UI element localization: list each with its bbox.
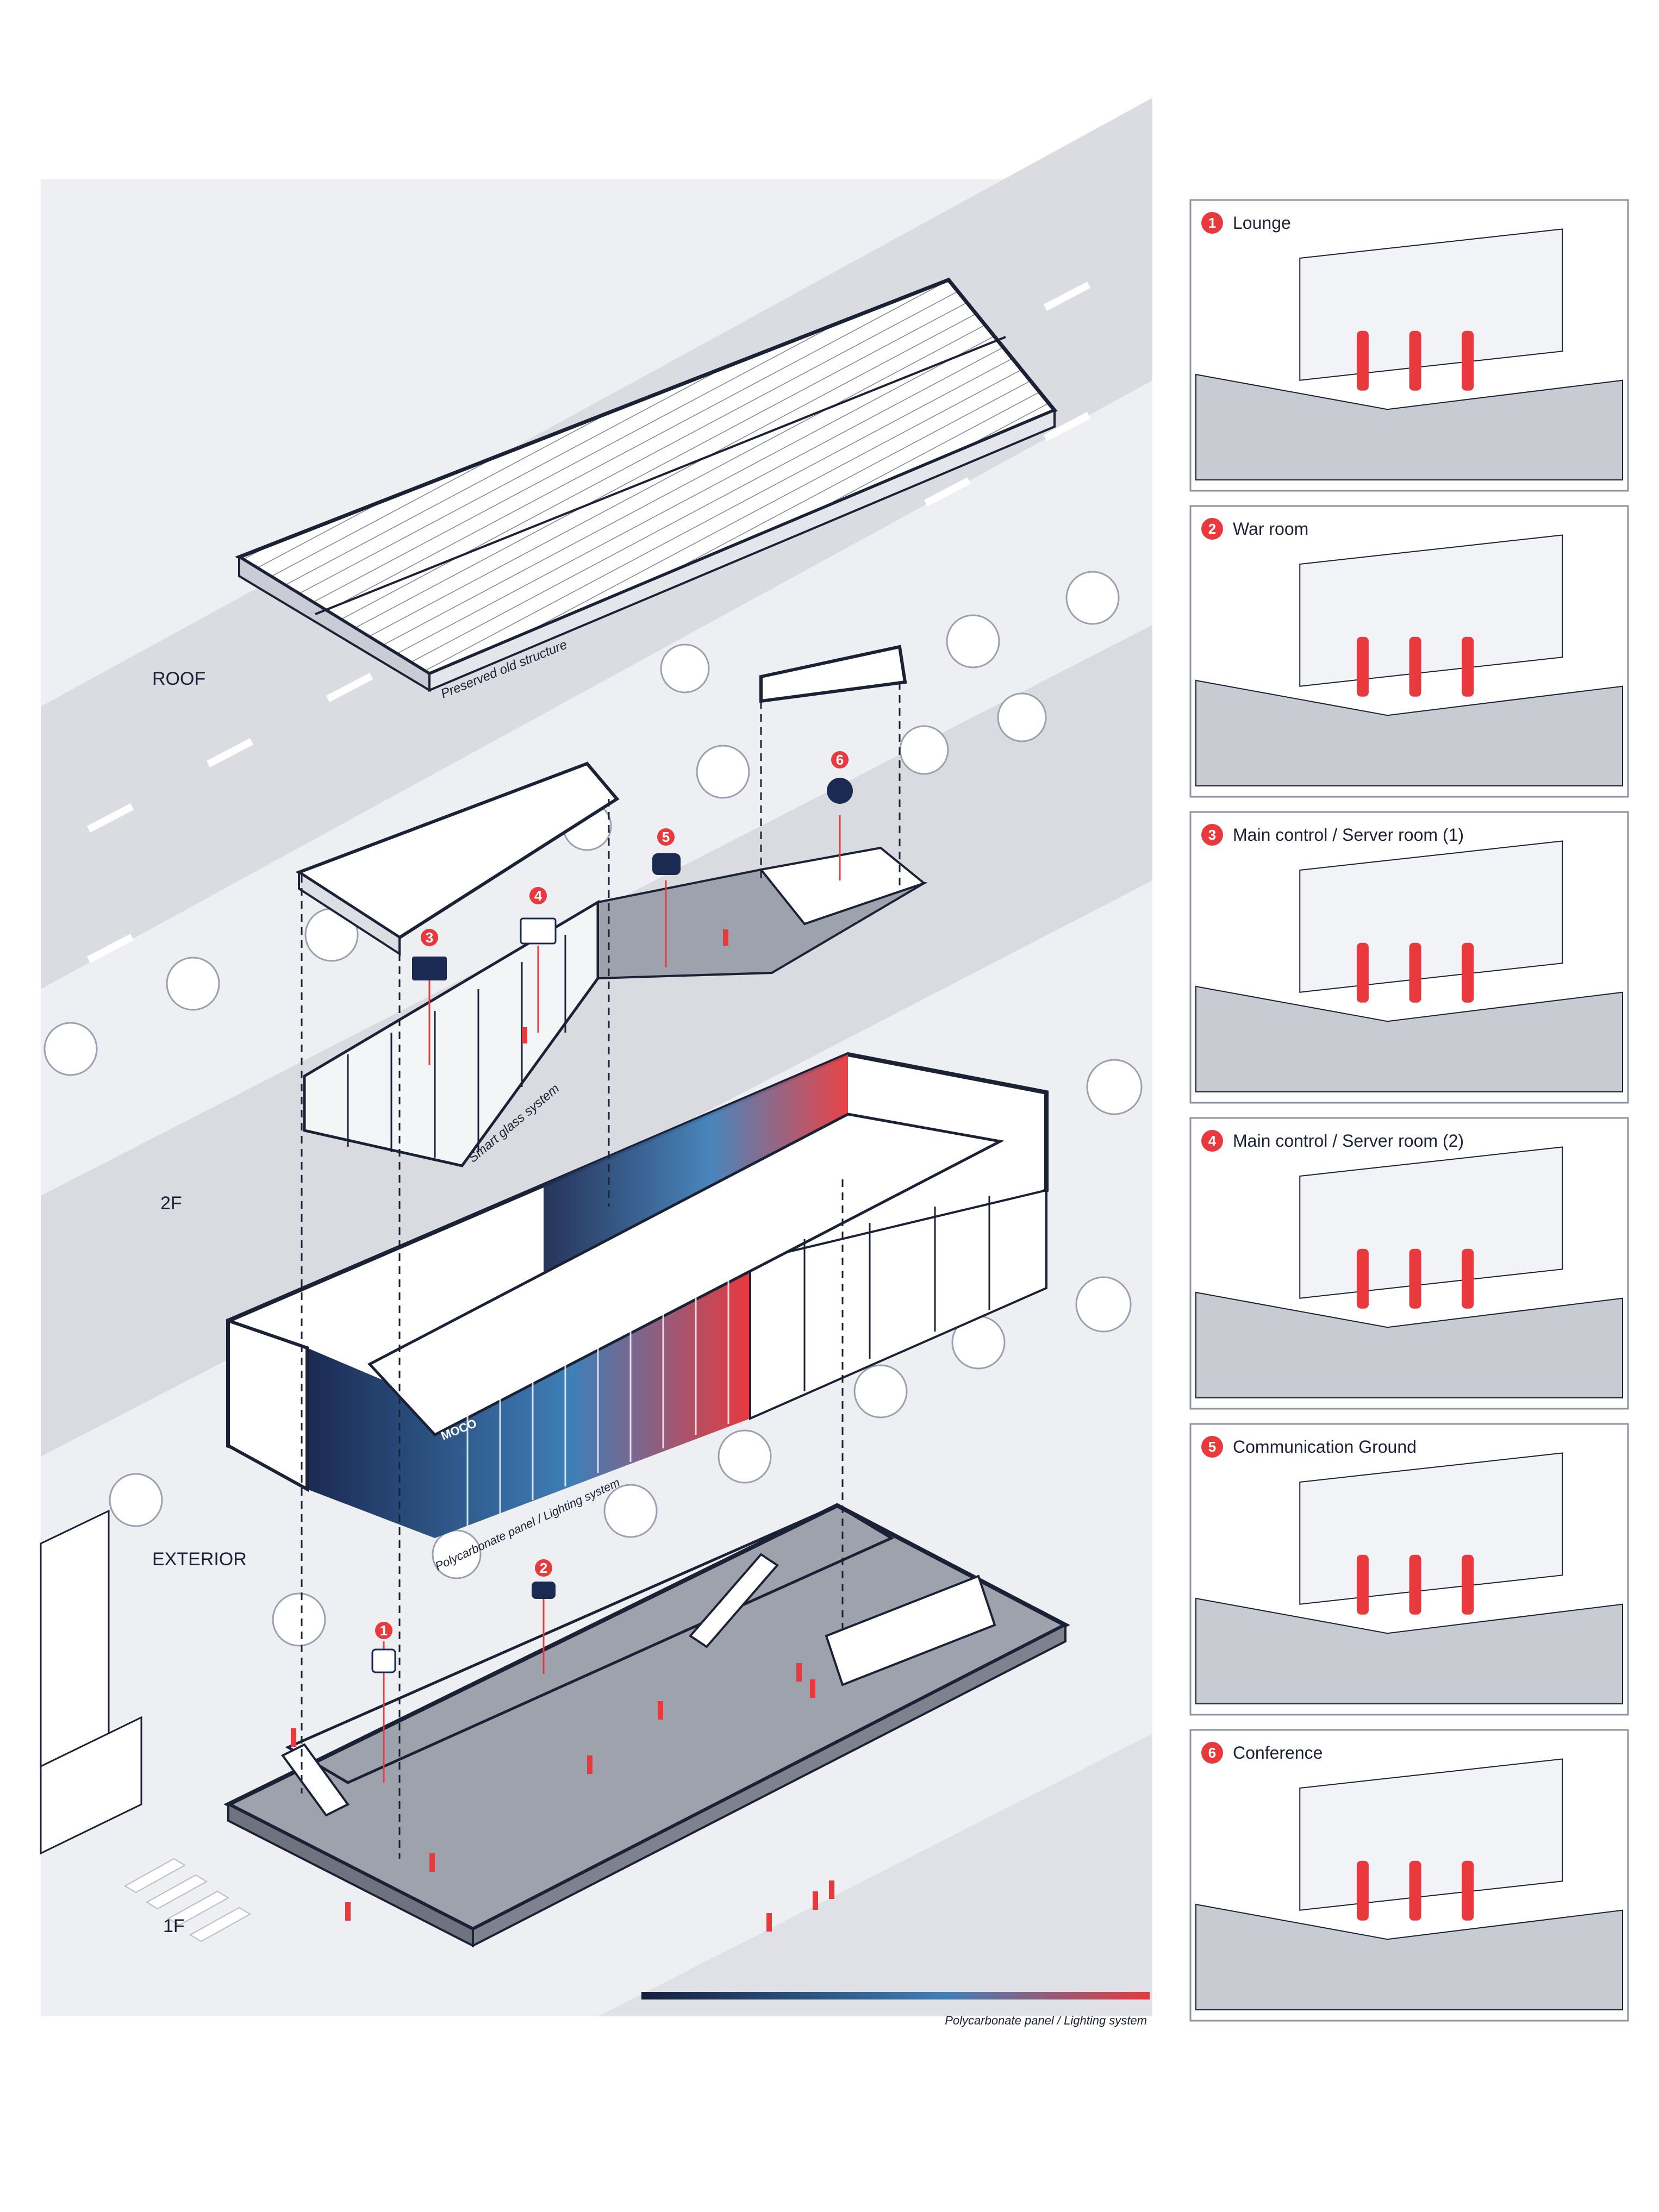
panel-title: Main control / Server room (1) (1233, 825, 1464, 845)
panel-1: 1 Lounge (1189, 199, 1629, 492)
person-figure (1462, 1554, 1474, 1615)
second-floor-box (226, 1052, 1049, 1538)
marker-6-number: 6 (836, 752, 844, 768)
person-figure (1356, 1860, 1369, 1921)
person-figure (1462, 1860, 1474, 1921)
panel-badge (1201, 824, 1223, 846)
level-label-1f: 1F (163, 1916, 185, 1936)
level-label-exterior: EXTERIOR (152, 1549, 247, 1570)
marker-5-number: 5 (662, 829, 670, 845)
panel-badge (1201, 518, 1223, 540)
marker-6: 6 (827, 751, 853, 880)
person-figure (1409, 1554, 1421, 1615)
person-figure (1409, 330, 1421, 391)
first-floor (223, 1503, 1070, 1948)
panel-badge (1201, 1130, 1223, 1152)
marker-5: 5 (652, 828, 681, 967)
panel-4: 4 Main control / Server room (2) (1189, 1117, 1629, 1410)
panel-6: 6 Conference (1189, 1729, 1629, 2022)
panel-badge (1201, 1436, 1223, 1458)
panel-floor (1195, 985, 1623, 1092)
marker-4: 4 (520, 887, 557, 1033)
group-icon (827, 778, 853, 804)
panel-floor (1195, 1903, 1623, 2010)
marker-2-number: 2 (540, 1560, 547, 1576)
panel-badge-number: 4 (1208, 1133, 1217, 1149)
panel-floor (1195, 679, 1623, 786)
panel-2: 2 War room (1189, 505, 1629, 798)
context-buildings (40, 1509, 142, 1855)
panel-5: 5 Communication Ground (1189, 1423, 1629, 1716)
roof-level (235, 277, 1058, 692)
marker-1: 1 (371, 1622, 396, 1783)
panel-badge-number: 1 (1208, 215, 1216, 231)
panel-badge-number: 5 (1208, 1439, 1216, 1455)
marker-2: 2 (532, 1559, 556, 1674)
legend: Polycarbonate panel / Lighting system (641, 1992, 1150, 2027)
person-figure (1462, 1248, 1474, 1309)
panel-title: Communication Ground (1233, 1437, 1417, 1457)
person-seated-icon (371, 1648, 396, 1673)
person-figure (1356, 1248, 1369, 1309)
person-figure (1409, 636, 1421, 697)
presentation-icon (520, 917, 557, 945)
people-figures (291, 929, 834, 1932)
person-figure (1409, 942, 1421, 1003)
person-figure (1356, 330, 1369, 391)
panel-badge-number: 3 (1208, 827, 1216, 843)
panel-floor (1195, 1291, 1623, 1398)
level-label-roof: ROOF (152, 668, 205, 689)
meeting-icon (532, 1582, 556, 1599)
panel-badge-number: 2 (1208, 521, 1216, 537)
person-figure (1409, 1248, 1421, 1309)
chat-icon (652, 853, 681, 875)
person-figure (1462, 942, 1474, 1003)
panel-badge (1201, 212, 1223, 234)
panel-3: 3 Main control / Server room (1) (1189, 811, 1629, 1104)
panel-floor (1195, 373, 1623, 480)
level-label-2f: 2F (160, 1193, 182, 1214)
panel-title: War room (1233, 519, 1308, 539)
dashboard-icon (412, 957, 447, 980)
legend-gradient-bar (641, 1992, 1150, 1999)
marker-1-number: 1 (380, 1622, 388, 1639)
panel-title: Lounge (1233, 213, 1291, 233)
second-floor-upper (295, 645, 928, 1167)
projection-lines (301, 682, 901, 1859)
person-figure (1356, 636, 1369, 697)
panel-title: Main control / Server room (2) (1233, 1131, 1464, 1151)
person-figure (1356, 942, 1369, 1003)
person-figure (1356, 1554, 1369, 1615)
person-figure (1462, 330, 1474, 391)
marker-3: 3 (412, 929, 447, 1065)
person-figure (1462, 636, 1474, 697)
marker-4-number: 4 (534, 888, 542, 904)
panel-title: Conference (1233, 1743, 1323, 1763)
plan-markers: 1 2 3 4 5 6 (371, 751, 853, 1783)
panel-floor (1195, 1597, 1623, 1704)
legend-caption: Polycarbonate panel / Lighting system (945, 2014, 1147, 2027)
panel-badge-number: 6 (1208, 1745, 1216, 1761)
marker-3-number: 3 (426, 929, 433, 946)
person-figure (1409, 1860, 1421, 1921)
panel-badge (1201, 1742, 1223, 1764)
